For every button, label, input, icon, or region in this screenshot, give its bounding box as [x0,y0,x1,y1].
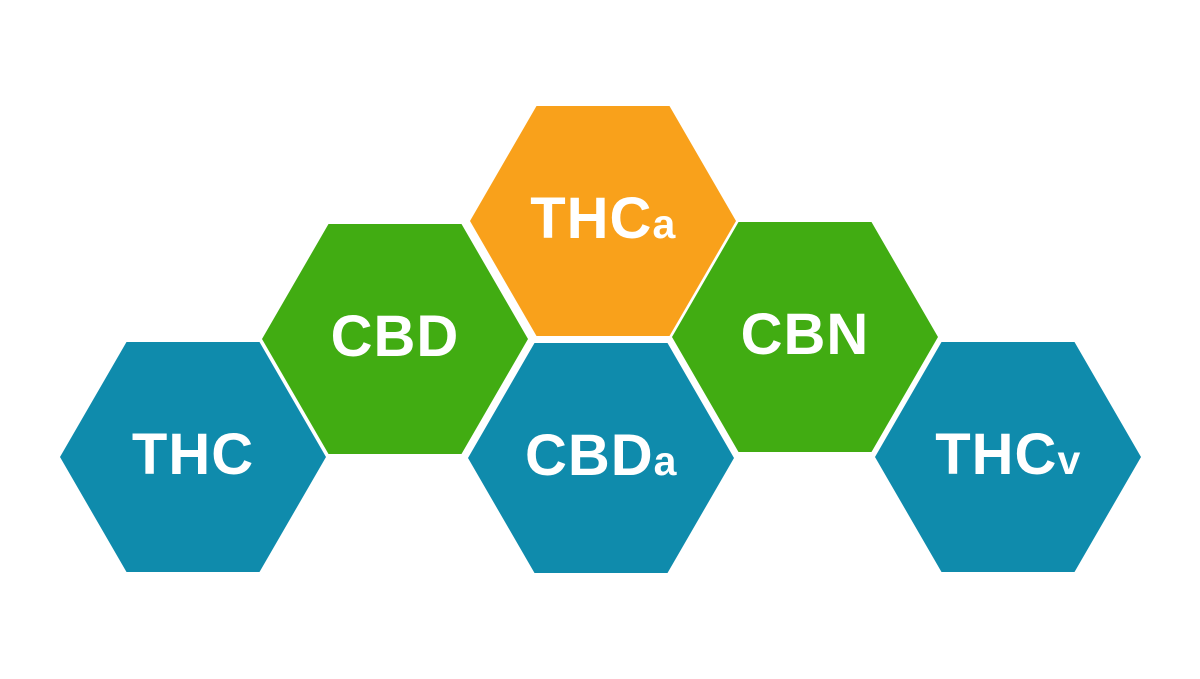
hexagon-cbda-label-main: CBD [525,423,654,488]
hexagon-thca-label-main: THC [530,186,653,251]
hexagon-thcv-label-main: THC [935,422,1058,487]
hexagon-cbd-label-main: CBD [330,304,460,369]
hexagon-thc-label: THC [132,426,254,484]
hexagon-thca-label: THCa [530,190,676,248]
hexagon-thcv-label-suffix: v [1057,437,1081,483]
hexagon-cbda-label-suffix: a [653,438,677,484]
hexagon-thc-label-main: THC [131,422,255,487]
hexagon-thcv-label: THCv [935,426,1081,484]
hexagon-cbd-label: CBD [331,308,460,366]
hexagon-cbd: CBD [262,224,528,454]
hexagon-cbn-label: CBN [741,306,870,364]
hexagon-cbda-label: CBDa [525,427,677,485]
hexagon-thca-label-suffix: a [652,201,676,247]
hexagon-cbda: CBDa [468,343,734,573]
hexagon-cbn-label-main: CBN [740,302,870,367]
